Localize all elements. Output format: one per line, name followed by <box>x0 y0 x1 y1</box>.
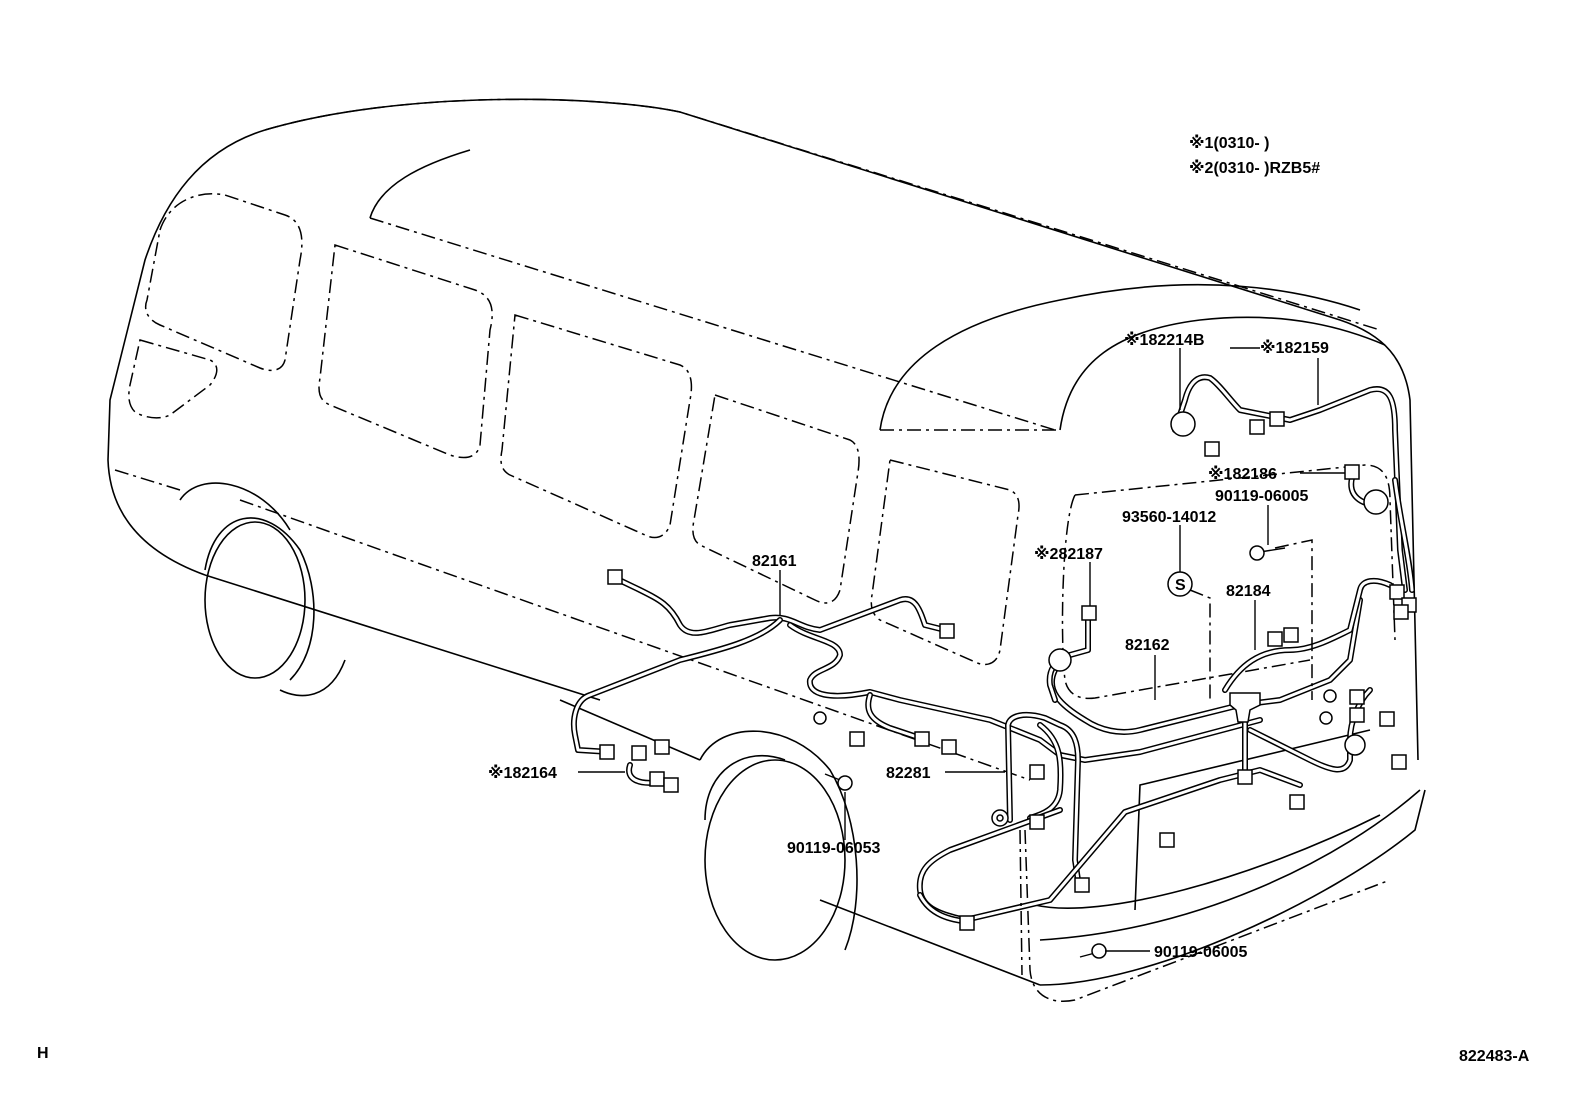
part-label-90119-06005-bottom: 90119-06005 <box>1154 944 1248 961</box>
footer: H 822483-A <box>37 1045 1530 1065</box>
wire-harness-82184 <box>1222 577 1393 773</box>
legend-line-1: ※1(0310- ) <box>1189 134 1269 152</box>
part-label-182164: ※182164 <box>488 764 557 782</box>
wire-harness-82162 <box>916 597 1363 925</box>
wire-harness-82161 <box>570 575 1263 786</box>
bolt-90119-06005-bottom <box>1079 943 1107 959</box>
part-label-182186: ※182186 <box>1208 465 1277 483</box>
part-labels: ※182214B ※182159 ※182186 90119-06005 935… <box>488 331 1329 961</box>
screw-symbol-label: S <box>1175 577 1186 594</box>
bolt-90119-06005-top <box>1249 545 1286 561</box>
part-label-82281: 82281 <box>886 765 931 782</box>
bolt-90119-06053 <box>824 773 853 791</box>
part-label-182214B: ※182214B <box>1124 331 1205 349</box>
wire-harness-upper-rear <box>1172 374 1415 593</box>
diagram-id: 822483-A <box>1459 1048 1530 1065</box>
van-body-outline <box>107 98 1426 1002</box>
part-label-182159: ※182159 <box>1260 339 1329 357</box>
connectors <box>599 411 1417 931</box>
part-label-82161: 82161 <box>752 553 797 570</box>
part-label-82187: ※282187 <box>1034 545 1103 563</box>
part-label-90119-06053: 90119-06053 <box>787 840 881 857</box>
part-label-90119-06005-top: 90119-06005 <box>1215 488 1309 505</box>
legend-line-2: ※2(0310- )RZB5# <box>1189 159 1320 177</box>
legend: ※1(0310- ) ※2(0310- )RZB5# <box>1189 134 1320 177</box>
part-label-93560-14012: 93560-14012 <box>1122 509 1216 526</box>
footer-left-code: H <box>37 1045 49 1062</box>
part-label-82184: 82184 <box>1226 583 1271 600</box>
part-label-82162: 82162 <box>1125 637 1170 654</box>
leader-lines <box>578 347 1345 976</box>
